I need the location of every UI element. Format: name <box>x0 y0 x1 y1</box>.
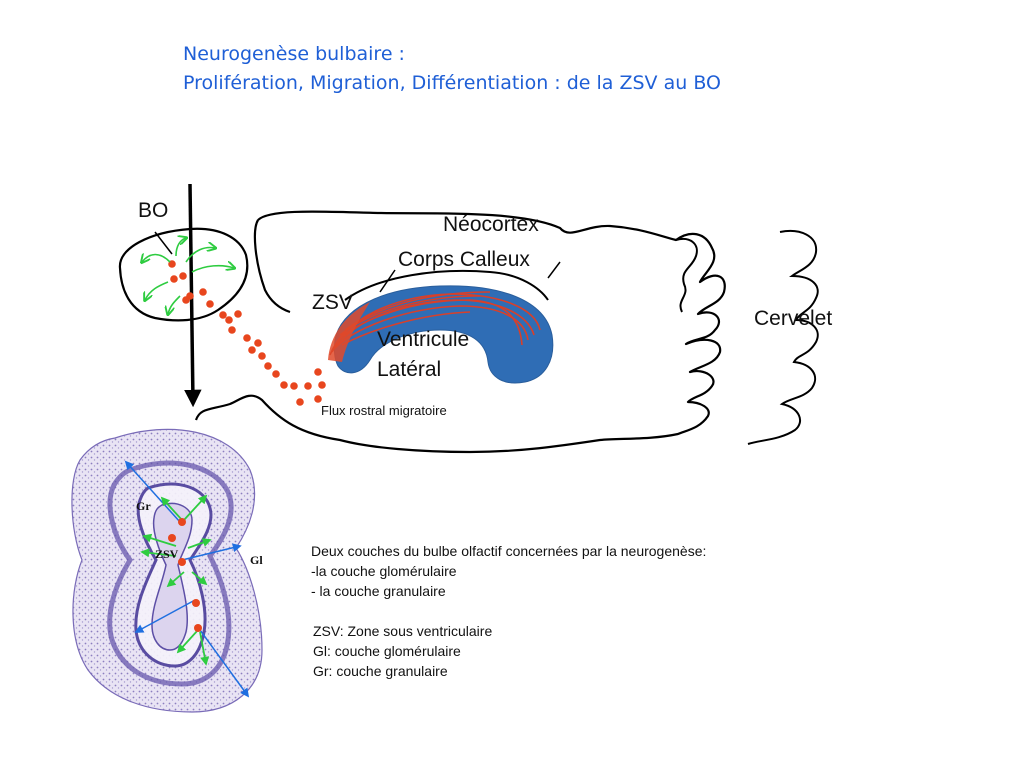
olfactory-bulb-outline <box>118 227 249 322</box>
section-red-dots <box>168 518 202 632</box>
label-cervelet: Cervelet <box>754 307 833 330</box>
neocortex-pointer <box>547 261 561 279</box>
section-label-gr: Gr <box>136 499 151 513</box>
cerebellum-folds <box>747 230 819 445</box>
legend-block: ZSV: Zone sous ventriculaire Gl: couche … <box>313 621 492 681</box>
corpus-callosum-arc <box>344 269 549 301</box>
bulb-section-image <box>62 422 273 713</box>
brain-outline <box>194 210 726 454</box>
description-block: Deux couches du bulbe olfactif concernée… <box>311 541 706 601</box>
section-label-gl: Gl <box>250 553 263 567</box>
label-flux-rostral: Flux rostral migratoire <box>321 403 447 418</box>
zsv-layer <box>328 302 370 362</box>
bulb-green-arrows <box>142 238 234 314</box>
bo-pointer <box>154 231 173 255</box>
legend-zsv: ZSV: Zone sous ventriculaire <box>313 623 493 639</box>
label-zsv: ZSV <box>312 291 353 314</box>
cortex-front <box>253 219 291 314</box>
label-ventricule: Ventricule <box>377 328 470 351</box>
title-line-2: Prolifération, Migration, Différentiatio… <box>183 72 721 94</box>
slide-title: Neurogenèse bulbaire : Prolifération, Mi… <box>183 40 721 98</box>
title-line-1: Neurogenèse bulbaire : <box>183 43 405 65</box>
legend-gr: Gr: couche granulaire <box>313 663 448 679</box>
section-label-zsv: ZSV <box>155 547 179 561</box>
label-neocortex: Néocortex <box>443 213 539 236</box>
label-bo: BO <box>138 199 169 222</box>
description-item-1: -la couche glomérulaire <box>311 563 457 579</box>
section-green-arrows <box>140 494 212 666</box>
label-lateral: Latéral <box>377 358 442 381</box>
legend-gl: Gl: couche glomérulaire <box>313 643 461 659</box>
corps-calleux-pointer <box>379 269 396 293</box>
label-corps-calleux: Corps Calleux <box>398 248 530 271</box>
description-item-2: - la couche granulaire <box>311 583 446 599</box>
migration-dots <box>168 260 326 406</box>
description-intro: Deux couches du bulbe olfactif concernée… <box>311 543 707 559</box>
cerebellum-fold-inner <box>675 238 698 313</box>
section-blue-arrows <box>124 460 250 698</box>
